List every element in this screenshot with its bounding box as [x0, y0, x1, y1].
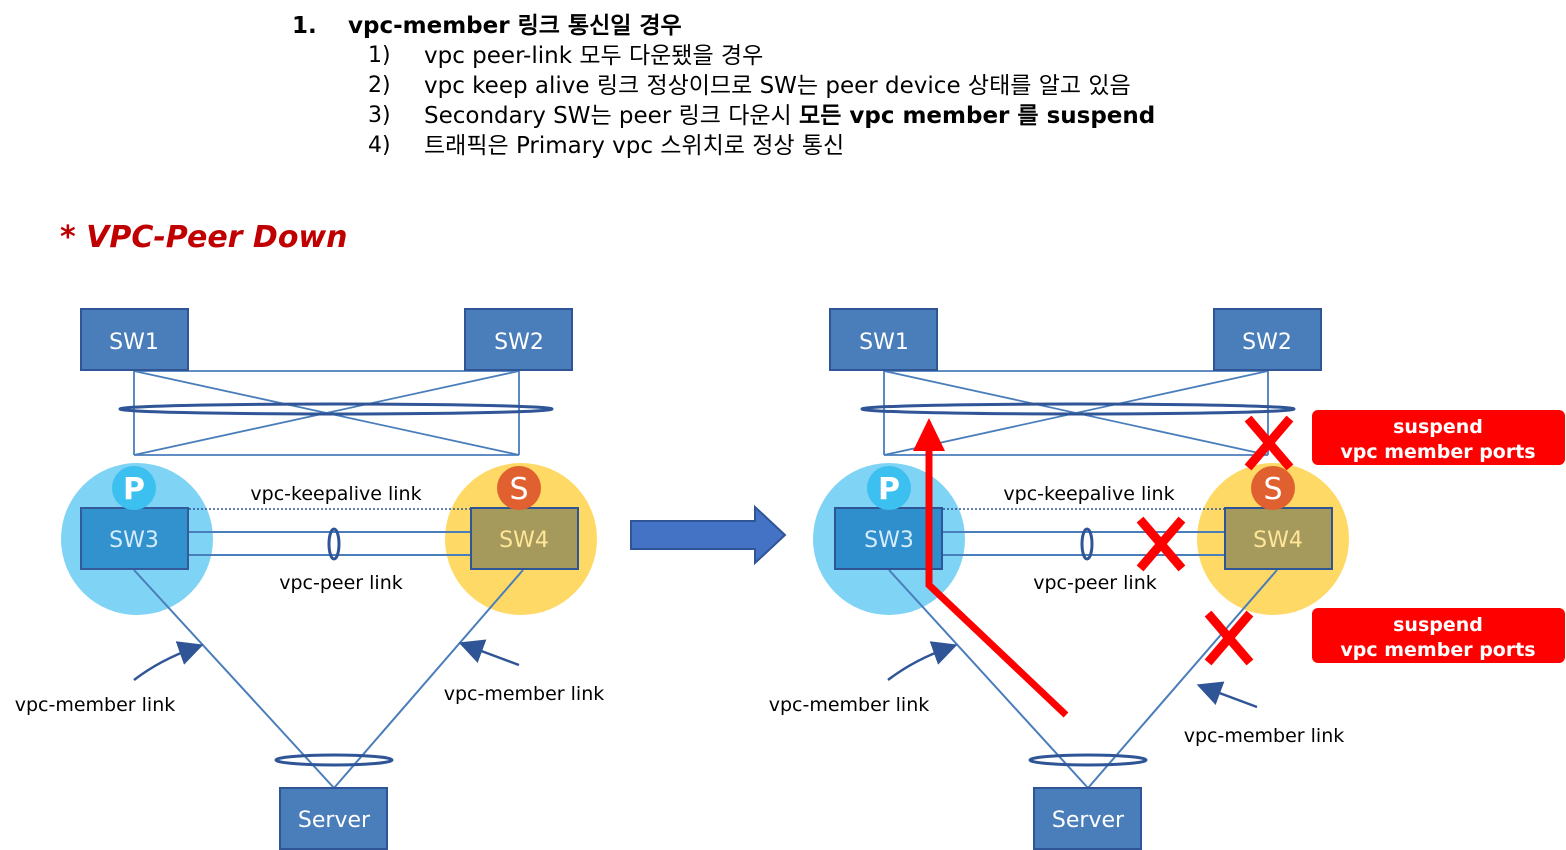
- suspend-callout-bottom: [1312, 608, 1565, 663]
- left-peer-label: vpc-peer link: [279, 572, 403, 594]
- item-3-text-plain: Secondary SW는 peer 링크 다운시: [424, 103, 800, 129]
- right-server-box[interactable]: [1033, 787, 1142, 850]
- left-primary-badge: [112, 466, 156, 510]
- traffic-path-arrow: [925, 445, 1069, 718]
- left-member-pointer-arrow-left: [133, 641, 204, 681]
- x-mark-uplink-icon: [1244, 415, 1294, 471]
- heading-number: 1.: [292, 13, 317, 39]
- transition-arrow: [630, 504, 787, 566]
- right-primary-badge-label: P: [878, 472, 900, 507]
- left-secondary-badge-label: S: [509, 472, 528, 507]
- left-primary-badge-label: P: [123, 472, 145, 507]
- left-member-link-sw3: [133, 569, 335, 789]
- right-keepalive-label: vpc-keepalive link: [1003, 483, 1174, 505]
- item-1-number: 1): [368, 43, 391, 68]
- section-title: * VPC-Peer Down: [60, 220, 348, 255]
- right-server-label: Server: [1052, 808, 1125, 833]
- right-sw4-label: SW4: [1253, 528, 1303, 553]
- right-member-label-right: vpc-member link: [1184, 725, 1345, 747]
- right-sw2-box[interactable]: [1213, 308, 1322, 371]
- traffic-path-arrowhead: [913, 418, 945, 451]
- left-sw3-label: SW3: [109, 528, 159, 553]
- left-member-pointer-arrow-right: [458, 639, 520, 667]
- right-sw1-box[interactable]: [829, 308, 938, 371]
- left-member-link-sw4: [333, 569, 524, 789]
- right-peer-portchannel-ring: [1080, 527, 1094, 561]
- right-sw2-label: SW2: [1242, 330, 1292, 355]
- item-3-text-bold: 모든 vpc member 를 suspend: [799, 103, 1156, 129]
- right-member-link-sw4: [1087, 569, 1278, 789]
- left-sw2-label: SW2: [494, 330, 544, 355]
- right-secondary-badge-label: S: [1263, 472, 1282, 507]
- left-sw3-box[interactable]: [80, 507, 189, 570]
- item-3-text: Secondary SW는 peer 링크 다운시 모든 vpc member …: [424, 101, 1155, 131]
- left-keepalive-label: vpc-keepalive link: [250, 483, 421, 505]
- right-server-portchannel-ring: [1028, 753, 1148, 767]
- right-uplink-portchannel-ring: [860, 402, 1296, 416]
- right-member-label-left: vpc-member link: [769, 694, 930, 716]
- suspend-callout-top-line2: vpc member ports: [1340, 441, 1535, 463]
- item-3-number: 3): [368, 103, 391, 128]
- suspend-callout-bottom-line1: suspend: [1393, 614, 1483, 636]
- left-secondary-badge: [497, 466, 541, 510]
- item-4-number: 4): [368, 133, 391, 158]
- x-mark-peer-link-icon: [1136, 516, 1186, 572]
- suspend-callout-top-line1: suspend: [1393, 416, 1483, 438]
- left-sw1-label: SW1: [109, 330, 159, 355]
- left-server-label: Server: [298, 808, 371, 833]
- right-sw3-label: SW3: [864, 528, 914, 553]
- left-member-label-left: vpc-member link: [15, 694, 176, 716]
- right-primary-badge: [867, 466, 911, 510]
- suspend-callout-top: [1312, 410, 1565, 465]
- left-sw4-box[interactable]: [470, 507, 579, 570]
- item-2-text: vpc keep alive 링크 정상이므로 SW는 peer device …: [424, 73, 1131, 99]
- right-diagram: SW1 SW2 SW3 SW4 Server P S vpc-keepalive…: [769, 308, 1565, 850]
- left-uplink-portchannel-ring: [118, 402, 554, 416]
- right-member-pointer-arrow-right: [1196, 681, 1258, 709]
- right-sw1-label: SW1: [859, 330, 909, 355]
- left-sw2-box[interactable]: [464, 308, 573, 371]
- right-member-link-sw3: [888, 569, 1089, 789]
- left-server-portchannel-ring: [274, 753, 394, 767]
- left-sw1-box[interactable]: [80, 308, 189, 371]
- suspend-callout-bottom-line2: vpc member ports: [1340, 639, 1535, 661]
- heading-title: vpc-member 링크 통신일 경우: [348, 13, 682, 39]
- right-secondary-badge: [1251, 466, 1295, 510]
- right-member-pointer-arrow-left: [887, 641, 958, 681]
- left-server-box[interactable]: [279, 787, 388, 850]
- right-sw4-box[interactable]: [1224, 507, 1333, 570]
- left-peer-portchannel-ring: [327, 527, 341, 561]
- item-1-text: vpc peer-link 모두 다운됐을 경우: [424, 43, 764, 69]
- left-member-label-right: vpc-member link: [444, 683, 605, 705]
- x-mark-member-link-icon: [1204, 610, 1254, 666]
- right-peer-label: vpc-peer link: [1033, 572, 1157, 594]
- left-diagram: SW1 SW2 SW3 SW4 Server P S vpc-keepalive…: [15, 308, 605, 850]
- item-2-number: 2): [368, 73, 391, 98]
- item-4-text: 트래픽은 Primary vpc 스위치로 정상 통신: [424, 133, 845, 159]
- left-sw4-label: SW4: [499, 528, 549, 553]
